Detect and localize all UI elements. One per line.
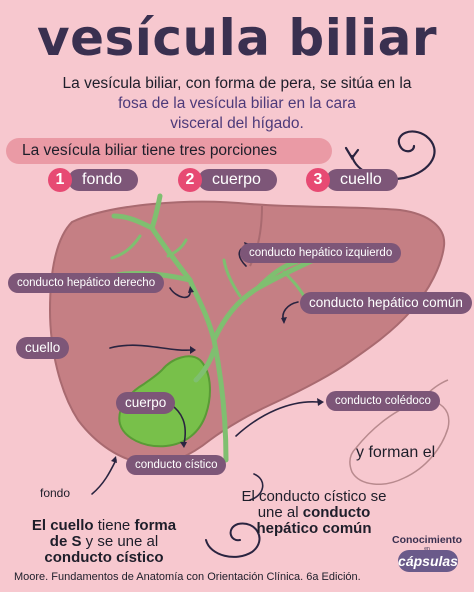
label-fundus: fondo — [40, 486, 71, 500]
note-union-bold-2: hepático común — [256, 520, 372, 537]
note-union: El conducto cístico se une al conducto h… — [228, 489, 400, 537]
label-common-bile-duct: conducto colédoco — [326, 391, 440, 411]
note-union-bold: conducto — [302, 504, 371, 521]
intro-line-3: visceral del hígado. — [170, 115, 304, 132]
liver-shape — [48, 200, 446, 466]
portion-2-label: cuerpo — [198, 169, 277, 191]
note-neck-mid: tiene — [93, 517, 135, 534]
intro-line-1: La vesícula biliar, con forma de pera, s… — [62, 75, 412, 92]
note-neck-bold-1: El cuello — [31, 517, 94, 534]
logo-text-bottom: cápsulas — [398, 550, 458, 572]
logo-text-top: Conocimiento — [392, 534, 462, 546]
reference-citation: Moore. Fundamentos de Anatomía con Orien… — [14, 571, 361, 583]
note-neck-rest: y se une al — [81, 533, 159, 550]
label-cystic-duct: conducto cístico — [126, 455, 227, 475]
note-neck-line-2: de S y se une al — [12, 534, 196, 550]
note-union-line-2: une al conducto — [228, 505, 400, 521]
label-common-hepatic-duct: conducto hepático común — [300, 292, 472, 314]
portions-banner: La vesícula biliar tiene tres porciones — [6, 138, 332, 164]
note-neck-bold-4: conducto cístico — [44, 549, 164, 566]
note-union-text: une al — [257, 504, 303, 521]
label-left-hepatic-duct: conducto hepático izquierdo — [240, 243, 402, 263]
note-neck-bold-3: de S — [49, 533, 82, 550]
note-union-line-1: El conducto cístico se — [241, 488, 387, 505]
note-neck-bold-2: forma — [134, 517, 177, 534]
intro-line-2: fosa de la vesícula biliar en la cara — [118, 95, 356, 112]
portion-1-number: 1 — [48, 168, 72, 192]
label-right-hepatic-duct: conducto hepático derecho — [8, 273, 165, 293]
label-neck: cuello — [16, 337, 70, 359]
portion-3-label: cuello — [326, 169, 398, 191]
note-forman: y forman el — [356, 444, 436, 461]
brand-logo: Conocimiento en cápsulas — [384, 528, 470, 586]
gallbladder-outline-sketch — [349, 400, 450, 485]
note-neck-line-3: conducto cístico — [12, 550, 196, 566]
note-neck-line-1: El cuello tiene forma — [12, 518, 196, 534]
logo-text-middle: en — [424, 546, 430, 552]
label-body: cuerpo — [116, 392, 176, 414]
portion-2-number: 2 — [178, 168, 202, 192]
note-union-line-3: hepático común — [228, 521, 400, 537]
page-title: vesícula biliar — [36, 9, 438, 67]
portion-1-label: fondo — [68, 169, 139, 191]
portion-3-number: 3 — [306, 168, 330, 192]
note-neck-shape: El cuello tiene forma de S y se une al c… — [12, 518, 196, 566]
intro-text: La vesícula biliar, con forma de pera, s… — [18, 74, 456, 134]
